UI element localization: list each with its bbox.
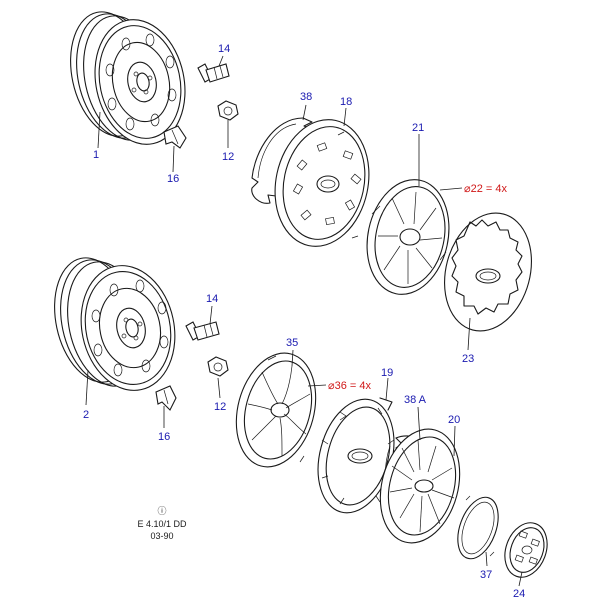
callout-35: 35 <box>286 337 298 349</box>
callout-12-top: 12 <box>222 151 234 163</box>
callout-12-bottom: 12 <box>214 401 226 413</box>
clip-16-bottom <box>155 385 177 411</box>
callout-numbers: 1 14 12 16 38 18 21 ⌀22 = 4x 23 2 14 12 … <box>83 43 525 600</box>
callout-14-bottom: 14 <box>206 293 218 305</box>
wheel-nut-12-top <box>217 100 239 121</box>
steel-wheel-2 <box>54 257 176 391</box>
wheel-cover-23 <box>444 212 532 332</box>
reference-symbol: ⓘ <box>157 506 166 516</box>
callout-16-bottom: 16 <box>158 431 170 443</box>
callout-23: 23 <box>462 353 474 365</box>
callout-38: 38 <box>300 91 312 103</box>
callout-2: 2 <box>83 409 89 421</box>
retaining-ring-37 <box>457 495 499 560</box>
wheel-nut-12-bottom <box>207 356 229 377</box>
centre-cap-24 <box>504 522 548 578</box>
callout-38a: 38 A <box>404 394 427 406</box>
wheel-cover-20 <box>379 428 461 544</box>
note-22: ⌀22 = 4x <box>464 183 508 195</box>
callout-19: 19 <box>381 367 393 379</box>
drawing-reference: ⓘ E 4.10/1 DD 03-90 <box>137 506 187 541</box>
steel-wheel-1 <box>70 11 186 145</box>
callout-14-top: 14 <box>218 43 230 55</box>
wheel-cover-21 <box>366 179 450 295</box>
callout-21: 21 <box>412 122 424 134</box>
wheel-cover-35 <box>235 352 317 468</box>
reference-date: 03-90 <box>150 531 173 541</box>
wheel-bolt-14-bottom <box>185 321 220 341</box>
hub-cap-18 <box>274 119 370 247</box>
reference-code: E 4.10/1 DD <box>137 519 187 529</box>
clip-16-top <box>163 125 187 149</box>
note-36: ⌀36 = 4x <box>328 380 372 392</box>
leader-lines <box>85 55 523 587</box>
callout-1: 1 <box>93 149 99 161</box>
callout-20: 20 <box>448 414 460 426</box>
callout-18: 18 <box>340 96 352 108</box>
callout-16-top: 16 <box>167 173 179 185</box>
wheel-bolt-14-top <box>197 63 230 83</box>
callout-24: 24 <box>513 588 525 600</box>
callout-37: 37 <box>480 569 492 581</box>
